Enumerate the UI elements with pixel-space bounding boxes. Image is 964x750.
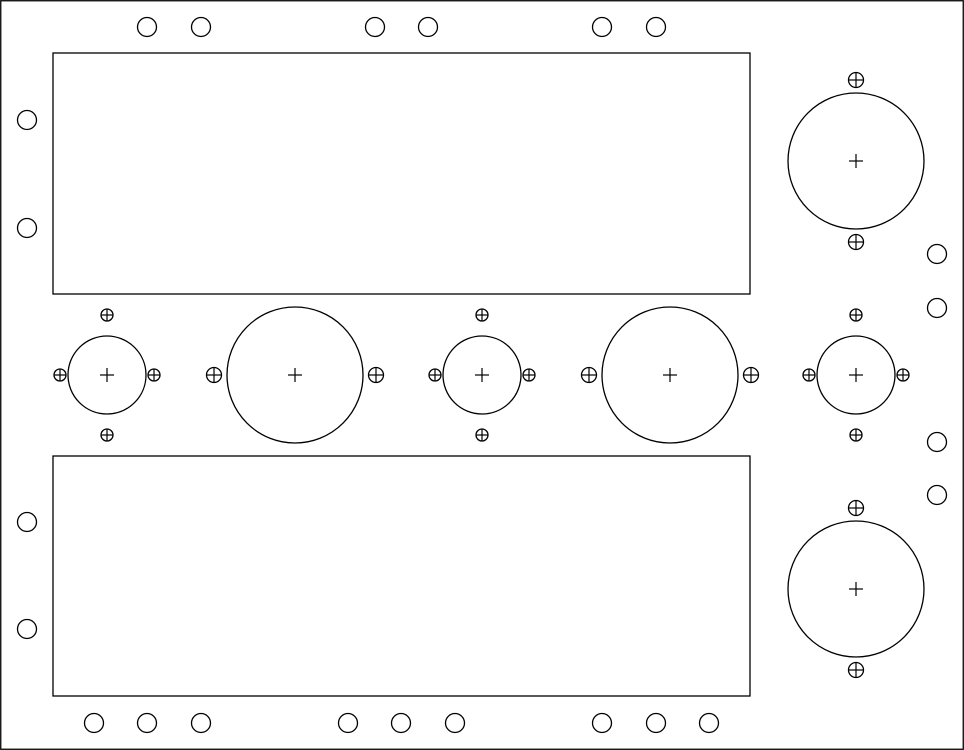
bottom-mounting-hole: [190, 712, 212, 734]
bottom-mounting-hole: [591, 712, 613, 734]
plus-center-mark-icon: [849, 582, 863, 596]
large-round-cutout-upper-right: [787, 92, 925, 230]
top-mounting-hole: [190, 16, 212, 38]
right-mounting-hole: [926, 297, 948, 319]
large-round-cutout-lower-right: [787, 520, 925, 658]
bottom-mounting-hole: [390, 712, 412, 734]
bottom-mounting-hole: [698, 712, 720, 734]
plus-center-mark-icon: [288, 368, 302, 382]
mounting-holes-group: [16, 16, 948, 734]
top-mounting-hole: [136, 16, 158, 38]
bottom-mounting-hole: [83, 712, 105, 734]
bottom-mounting-hole: [444, 712, 466, 734]
top-mounting-hole: [591, 16, 613, 38]
left-mounting-hole: [16, 511, 38, 533]
fastener-hole: [847, 233, 865, 251]
plus-center-mark-icon: [849, 368, 863, 382]
top-mounting-hole: [417, 16, 439, 38]
top-mounting-hole: [645, 16, 667, 38]
left-mounting-hole: [16, 618, 38, 640]
fastener-hole: [205, 366, 223, 384]
left-mounting-hole: [16, 109, 38, 131]
right-mounting-hole: [926, 243, 948, 265]
right-mounting-hole: [926, 484, 948, 506]
fastener-hole: [849, 308, 863, 322]
plus-center-mark-icon: [849, 154, 863, 168]
plus-center-mark-icon: [100, 368, 114, 382]
plus-center-mark-icon: [475, 368, 489, 382]
right-mounting-hole: [926, 431, 948, 453]
fastener-hole: [847, 661, 865, 679]
large-round-cutout-middle: [601, 306, 739, 444]
bottom-mounting-hole: [136, 712, 158, 734]
fastener-hole: [849, 428, 863, 442]
fastener-hole: [100, 428, 114, 442]
fastener-hole: [367, 366, 385, 384]
fastener-hole: [475, 428, 489, 442]
large-round-cutout-middle: [226, 306, 364, 444]
bottom-mounting-hole: [645, 712, 667, 734]
fastener-hole: [742, 366, 760, 384]
left-mounting-hole: [16, 217, 38, 239]
fastener-hole: [475, 308, 489, 322]
fastener-hole: [847, 499, 865, 517]
plus-center-mark-icon: [663, 368, 677, 382]
fastener-hole: [100, 308, 114, 322]
fastener-hole: [896, 368, 910, 382]
fastener-hole: [522, 368, 536, 382]
round-cutouts-group: [53, 71, 925, 679]
fastener-hole: [847, 71, 865, 89]
small-round-cutout: [442, 335, 522, 415]
fastener-hole: [53, 368, 67, 382]
fastener-hole: [580, 366, 598, 384]
small-round-cutout: [67, 335, 147, 415]
fastener-hole: [428, 368, 442, 382]
small-round-cutout: [816, 335, 896, 415]
fastener-hole: [147, 368, 161, 382]
fastener-hole: [802, 368, 816, 382]
top-mounting-hole: [364, 16, 386, 38]
rectangular-cutout-top: [52, 52, 751, 295]
rectangular-cutout-bottom: [52, 455, 751, 697]
bottom-mounting-hole: [337, 712, 359, 734]
